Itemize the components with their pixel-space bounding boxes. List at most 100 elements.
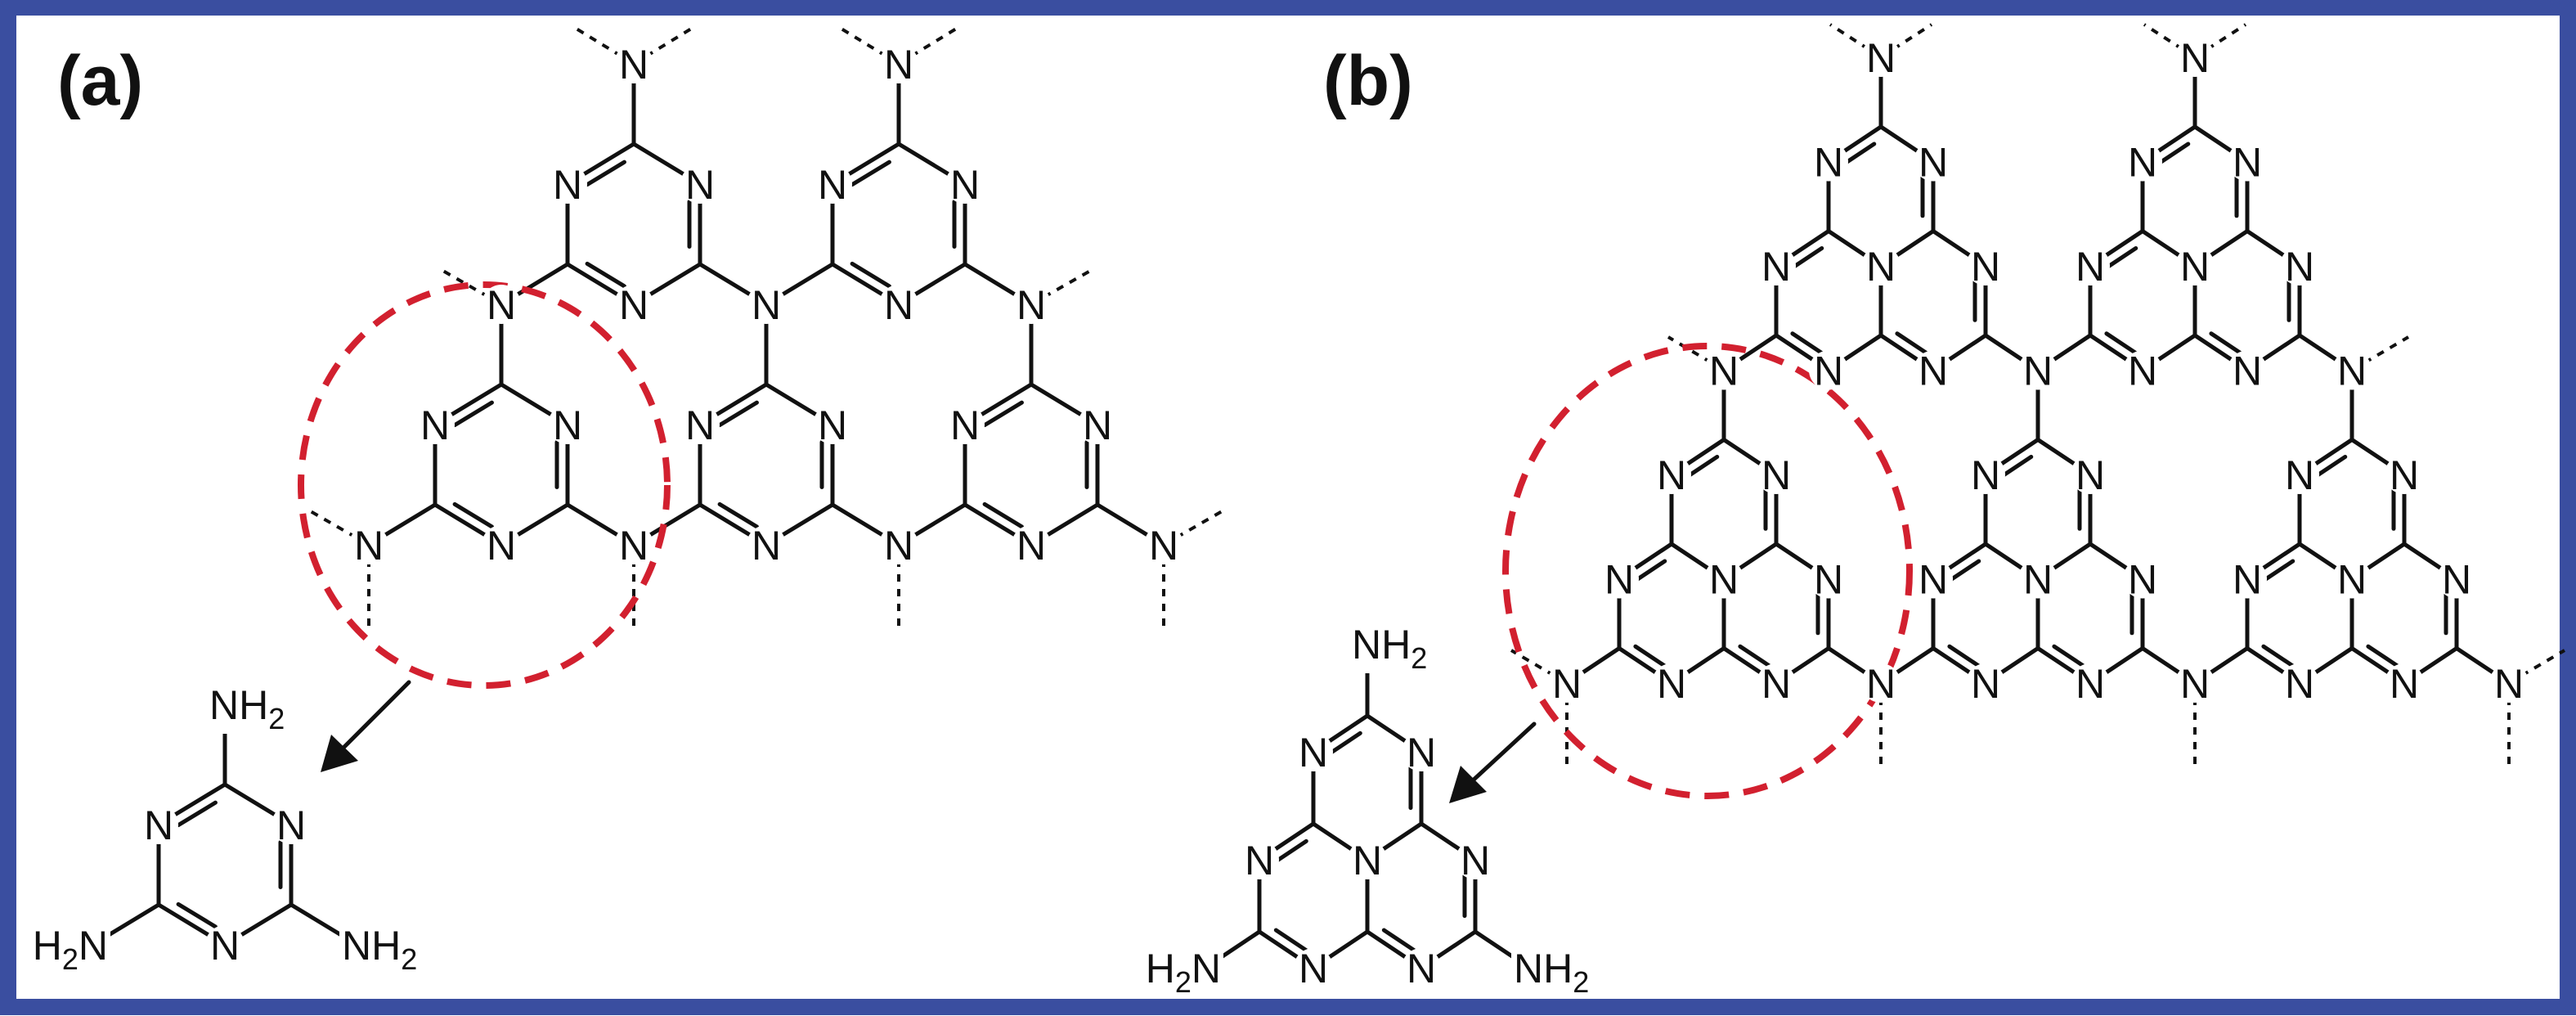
atom-mask: [1809, 559, 1848, 599]
nitrogen-atom: N: [1407, 730, 1436, 775]
panel-b-label: (b): [1323, 42, 1413, 120]
atom-mask: [813, 164, 852, 204]
atom-mask: [747, 525, 786, 564]
atom-mask: [2123, 350, 2162, 390]
dangling-bond: [1829, 23, 1883, 59]
nitrogen-atom: N: [1709, 557, 1739, 603]
atom-mask: [19, 920, 110, 974]
double-bond-line: [1790, 331, 1824, 356]
nitrogen-atom: N: [950, 162, 980, 208]
atom-mask: [2071, 246, 2110, 285]
dangling-bond: [2143, 23, 2197, 59]
atom-mask: [1704, 559, 1744, 599]
atom-mask: [1757, 246, 1796, 285]
dangling-bond: [2193, 23, 2247, 59]
atom-mask: [1809, 350, 1848, 390]
amine-group: NH2: [342, 923, 417, 976]
atom-mask: [1966, 663, 2005, 703]
dangling-bond: [1030, 268, 1093, 306]
nitrogen-atom: N: [354, 523, 384, 569]
nitrogen-atom: N: [2285, 244, 2314, 290]
nitrogen-atom: N: [2023, 557, 2053, 603]
double-bond-line: [1947, 559, 1981, 583]
atom-mask: [1861, 246, 1901, 285]
atom-mask: [2437, 559, 2476, 599]
atom-mask: [1511, 943, 1603, 997]
double-bond-line: [1327, 731, 1362, 756]
double-bond-line: [2366, 644, 2400, 668]
nitrogen-atom: N: [210, 923, 240, 969]
nitrogen-atom: N: [1299, 730, 1328, 775]
atom-mask: [272, 805, 311, 844]
nitrogen-atom: N: [2285, 452, 2314, 498]
double-bond-line: [2261, 644, 2296, 668]
double-bond-line: [1685, 454, 1720, 479]
nitrogen-atom: N: [2233, 557, 2262, 603]
atom-mask: [339, 920, 431, 974]
arrow-a: [341, 680, 411, 750]
element-symbol: NH: [209, 682, 268, 728]
nitrogen-atom: N: [818, 402, 847, 448]
element-symbol: NH: [1514, 946, 1573, 991]
atom-mask: [1012, 525, 1051, 564]
nitrogen-atom: N: [1407, 946, 1436, 991]
atom-mask: [1078, 405, 1117, 444]
double-bond-line: [1273, 838, 1308, 864]
atom-mask: [2332, 559, 2372, 599]
atom-mask: [1757, 455, 1796, 494]
atom-mask: [2385, 455, 2424, 494]
nitrogen-atom: N: [2023, 348, 2053, 394]
atom-mask: [2018, 559, 2058, 599]
atom-mask: [2175, 246, 2215, 285]
nitrogen-atom: N: [752, 523, 781, 569]
double-bond-line: [452, 400, 494, 428]
double-bond-line: [850, 261, 891, 289]
double-bond-line: [1738, 644, 1772, 668]
atom-mask: [879, 285, 918, 324]
nitrogen-atom: N: [884, 42, 913, 88]
atom-mask: [879, 44, 918, 83]
atom-mask: [548, 405, 587, 444]
atom-mask: [2280, 455, 2319, 494]
double-bond-line: [1895, 331, 1929, 356]
dangling-bond: [573, 26, 635, 65]
nitrogen-atom: N: [2128, 348, 2157, 394]
nitrogen-atom: N: [1299, 946, 1328, 991]
atom-mask: [2123, 559, 2162, 599]
double-bond-line: [2209, 331, 2243, 356]
nitrogen-atom: N: [420, 402, 450, 448]
nitrogen-atom: N: [1709, 348, 1739, 394]
atom-mask: [2071, 455, 2110, 494]
atom-mask: [2228, 142, 2267, 182]
double-bond-line: [2313, 454, 2348, 479]
amine-group: NH2: [1514, 946, 1589, 999]
atom-mask: [2228, 559, 2267, 599]
atom-mask: [747, 285, 786, 324]
atom-mask: [415, 405, 455, 444]
nitrogen-atom: N: [1971, 661, 2000, 707]
atom-mask: [1402, 732, 1441, 771]
atom-mask: [2228, 350, 2267, 390]
double-bond-line: [585, 160, 626, 187]
atom-mask: [1914, 559, 1953, 599]
nitrogen-atom: N: [276, 802, 306, 848]
element-symbol: H: [1146, 946, 1175, 991]
atom-mask: [813, 405, 852, 444]
nitrogen-atom: N: [1461, 838, 1490, 883]
atom-mask: [548, 164, 587, 204]
nitrogen-atom: N: [487, 282, 516, 328]
element-symbol: NH: [342, 923, 401, 969]
double-bond-line: [585, 261, 626, 289]
atom-mask: [1757, 663, 1796, 703]
double-bond-line: [1381, 928, 1416, 953]
arrow-head-icon: [1449, 766, 1487, 803]
subscript: 2: [1411, 641, 1427, 675]
dangling-bond: [2350, 335, 2410, 372]
element-symbol: H: [33, 923, 62, 969]
nitrogen-atom: N: [2180, 661, 2210, 707]
double-bond-line: [1633, 559, 1667, 583]
atom-mask: [2018, 350, 2058, 390]
double-bond-line: [176, 901, 218, 929]
atom-mask: [879, 525, 918, 564]
